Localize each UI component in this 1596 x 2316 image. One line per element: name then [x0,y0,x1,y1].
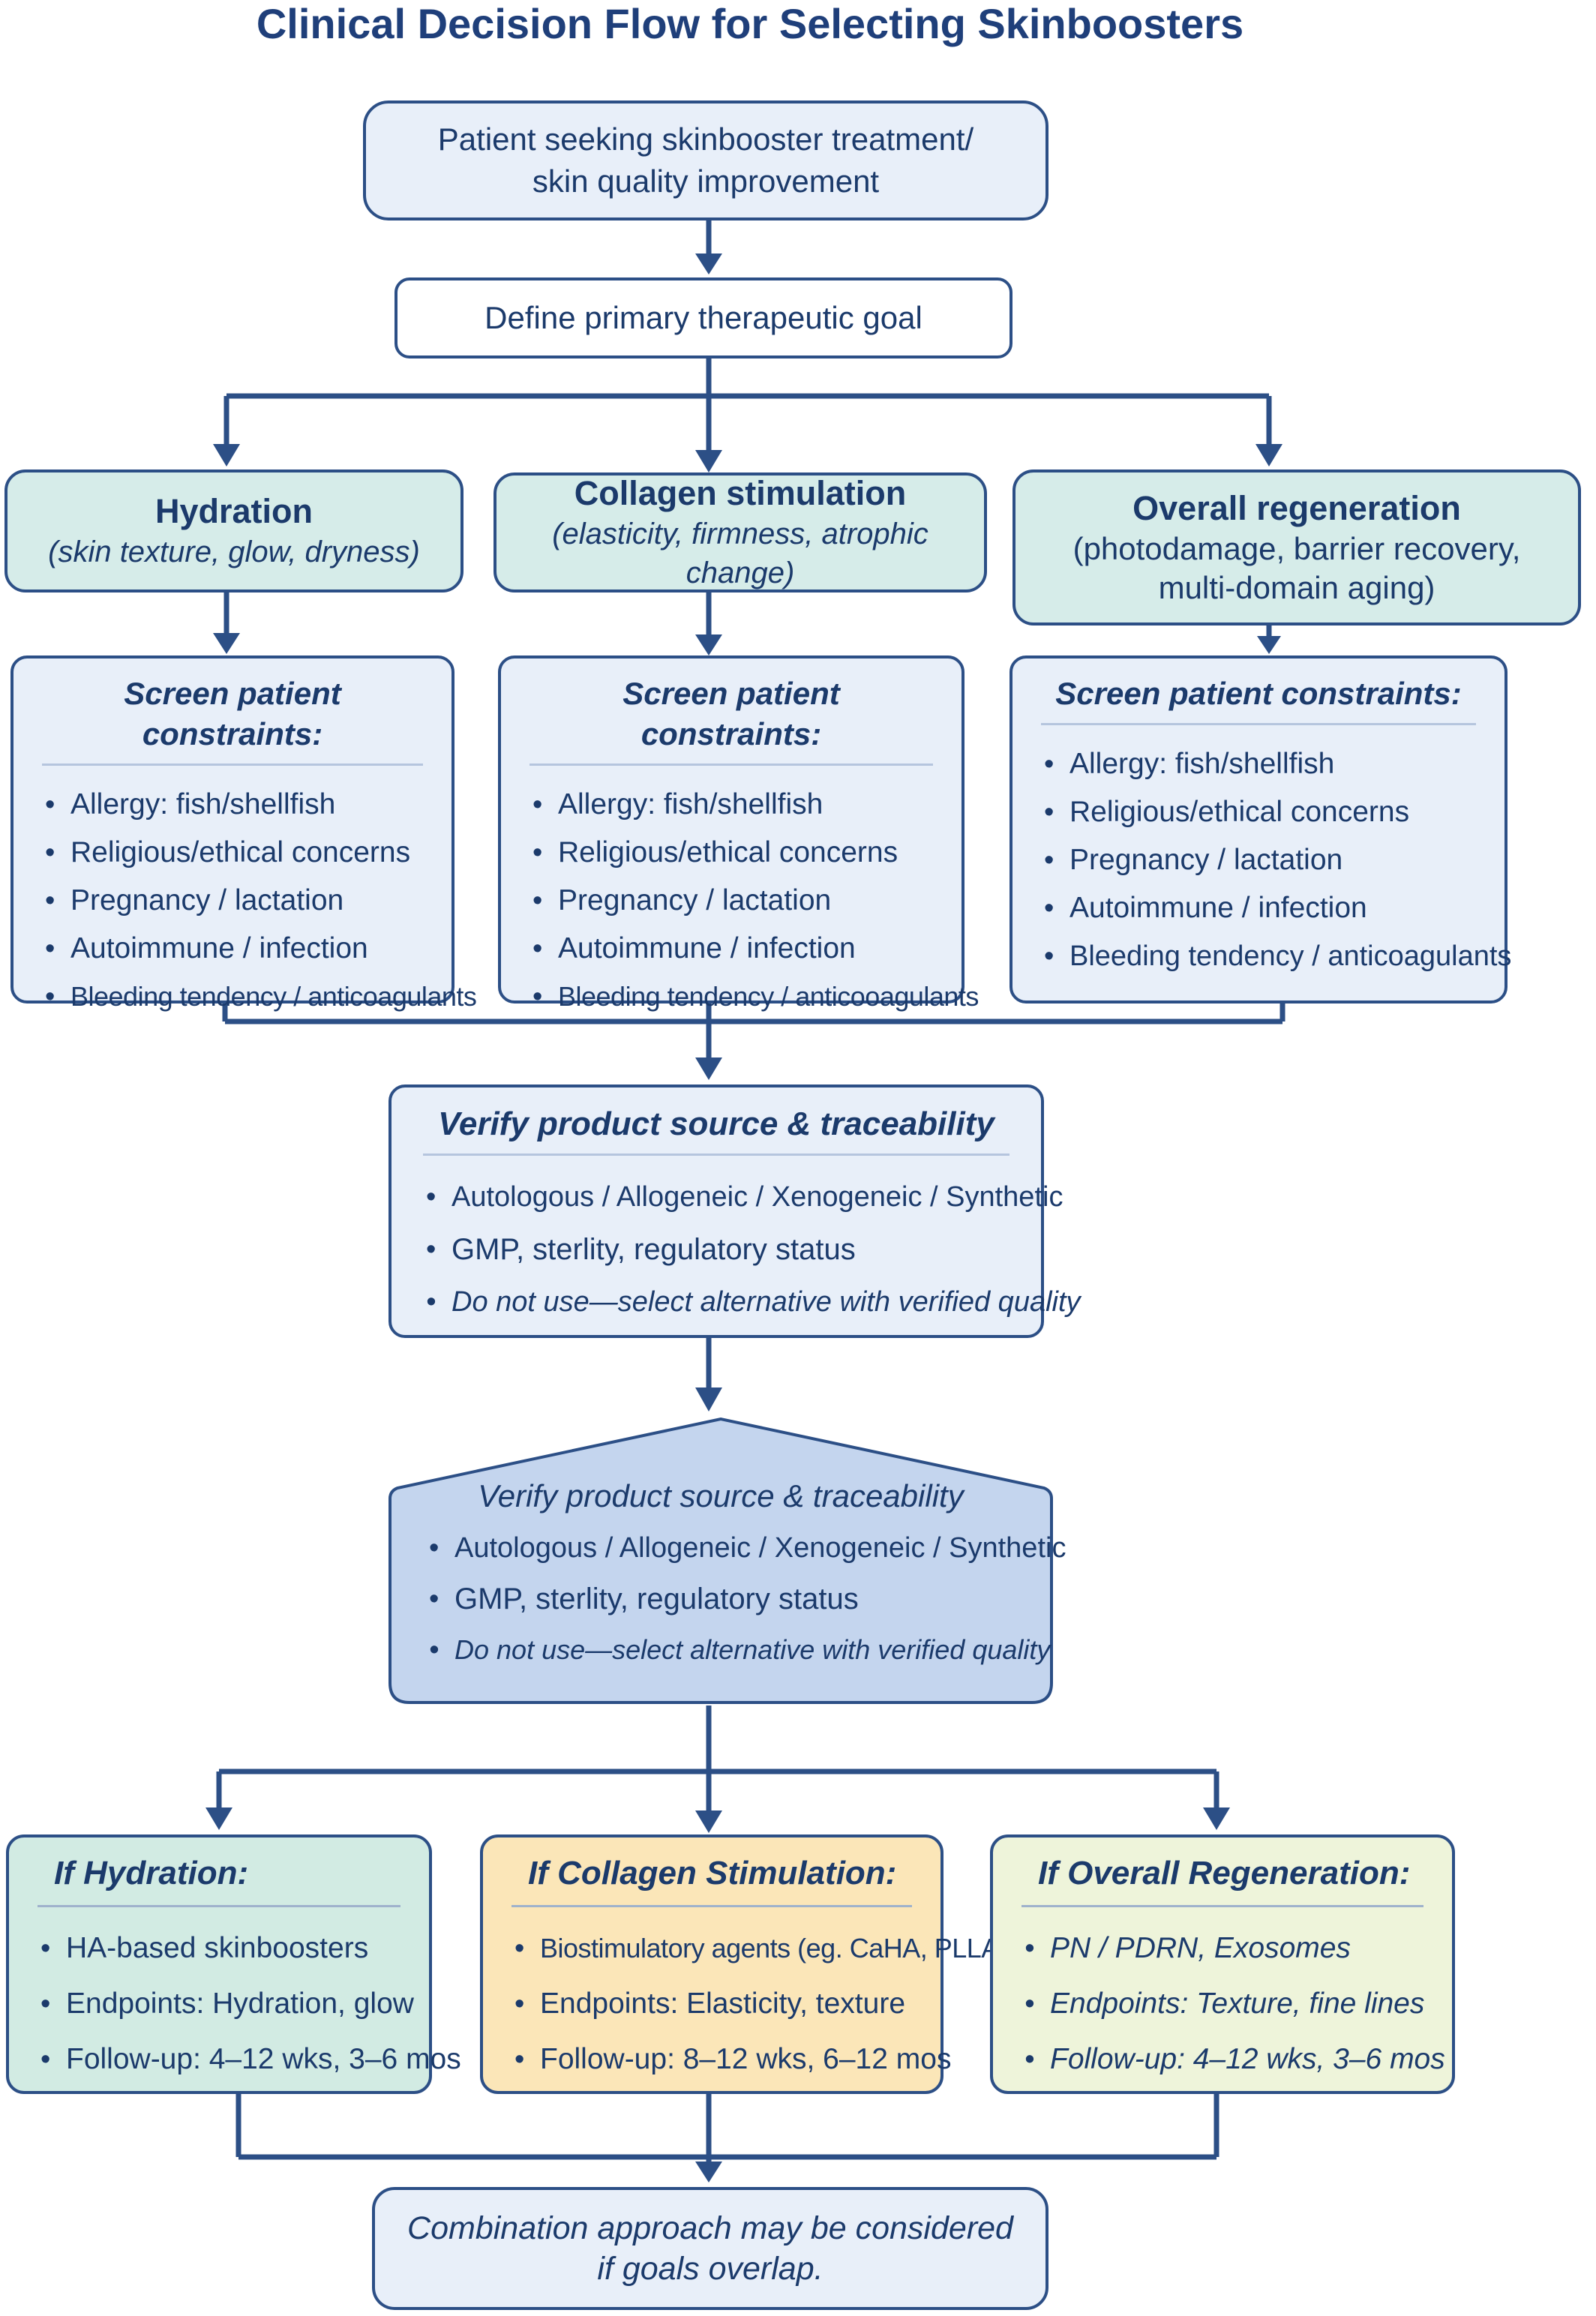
constraints-hydration: Screen patient constraints: Allergy: fis… [10,656,477,1021]
constraint-item: Autoimmune / infection [1040,884,1485,932]
result-collagen: If Collagen Stimulation: Biostimulatory … [480,1834,1008,2094]
constraint-item: Religious/ethical concerns [1040,788,1485,836]
constraint-item: Allergy: fish/shellfish [1040,740,1485,788]
constraints-heading: Screen patient constraints: [530,674,933,766]
result-regeneration-heading: If Overall Regeneration: [1022,1852,1424,1907]
result-item: HA-based skinboosters [36,1921,410,1976]
result-item: Endpoints: Texture, fine lines [1020,1976,1432,2032]
verify-item: Do not use—select alternative with verif… [424,1624,1050,1676]
constraint-item: Bleeding tendency / anticoagulants [40,973,477,1021]
goal-collagen: Collagen stimulation (elasticity, firmne… [494,472,987,592]
verify-item: Autologous / Allogeneic / Xenogeneic / S… [422,1171,1063,1223]
constraints-heading: Screen patient constraints: [42,674,423,766]
constraint-item: Pregnancy / lactation [528,877,942,925]
result-item: Follow-up: 8–12 wks, 6–12 mos [510,2032,951,2087]
constraint-item: Religious/ethical concerns [40,829,432,877]
verify-item: Autologous / Allogeneic / Xenogeneic / S… [424,1522,1066,1574]
start-line-2: skin quality improvement [532,164,880,199]
final-line-2: if goals overlap. [597,2251,824,2287]
verify-source-node-2: Verify product source & traceability Aut… [387,1416,1066,1706]
goal-hydration-heading: Hydration [154,492,313,530]
result-hydration-heading: If Hydration: [38,1852,400,1907]
goal-regeneration-detail-1: (photodamage, barrier recovery, [1072,531,1521,566]
goal-regeneration: Overall regeneration (photodamage, barri… [1012,470,1581,626]
result-regeneration: If Overall Regeneration: PN / PDRN, Exos… [990,1834,1455,2094]
constraint-item: Pregnancy / lactation [1040,836,1485,884]
result-hydration: If Hydration: HA-based skinboosters Endp… [6,1834,461,2094]
define-goal-node: Define primary therapeutic goal [394,278,1012,358]
define-goal-label: Define primary therapeutic goal [484,300,922,335]
start-line-1: Patient seeking skinbooster treatment/ [437,122,974,157]
constraint-item: Pregnancy / lactation [40,877,432,925]
goal-collagen-detail: (elasticity, firmness, atrophic change) [552,518,928,590]
result-item: PN / PDRN, Exosomes [1020,1921,1432,1976]
goal-hydration-detail: (skin texture, glow, dryness) [48,536,420,568]
constraints-heading: Screen patient constraints: [1041,674,1476,725]
constraints-collagen: Screen patient constraints: Allergy: fis… [498,656,979,1021]
constraint-item: Autoimmune / infection [528,925,942,973]
verify-source-heading: Verify product source & traceability [423,1104,1010,1156]
constraints-regeneration: Screen patient constraints: Allergy: fis… [1010,656,1511,1004]
start-node: Patient seeking skinbooster treatment/ s… [363,100,1048,220]
result-item: Endpoints: Elasticity, texture [510,1976,921,2032]
final-node: Combination approach may be considered i… [372,2187,1048,2310]
constraint-item: Autoimmune / infection [40,925,432,973]
goal-hydration: Hydration (skin texture, glow, dryness) [4,470,464,592]
constraint-item: Bleeding tendency / anticooagulants [528,973,979,1021]
result-item: Endpoints: Hydration, glow [36,1976,414,2032]
diagram-title: Clinical Decision Flow for Selecting Ski… [256,0,1244,47]
goal-regeneration-detail-2: multi-domain aging) [1158,570,1436,605]
result-collagen-heading: If Collagen Stimulation: [512,1852,912,1907]
constraint-item: Religious/ethical concerns [528,829,942,877]
constraint-item: Bleeding tendency / anticoagulants [1040,932,1511,980]
goal-collagen-heading: Collagen stimulation [574,474,907,512]
constraint-item: Allergy: fish/shellfish [528,781,942,829]
verify-item: GMP, sterlity, regulatory status [422,1223,1018,1276]
final-line-1: Combination approach may be considered [407,2210,1013,2246]
verify-source-heading-2: Verify product source & traceability [478,1478,964,1514]
goal-regeneration-heading: Overall regeneration [1132,489,1461,527]
result-item: Follow-up: 4–12 wks, 3–6 mos [36,2032,461,2087]
result-item: Biostimulatory agents (eg. CaHA, PLLA) [510,1921,1008,1976]
verify-item: GMP, sterlity, regulatory status [424,1574,1024,1624]
constraint-item: Allergy: fish/shellfish [40,781,432,829]
verify-source-node: Verify product source & traceability Aut… [388,1084,1081,1338]
verify-item: Do not use—select alternative with verif… [422,1276,1081,1328]
result-item: Follow-up: 4–12 wks, 3–6 mos [1020,2032,1445,2087]
